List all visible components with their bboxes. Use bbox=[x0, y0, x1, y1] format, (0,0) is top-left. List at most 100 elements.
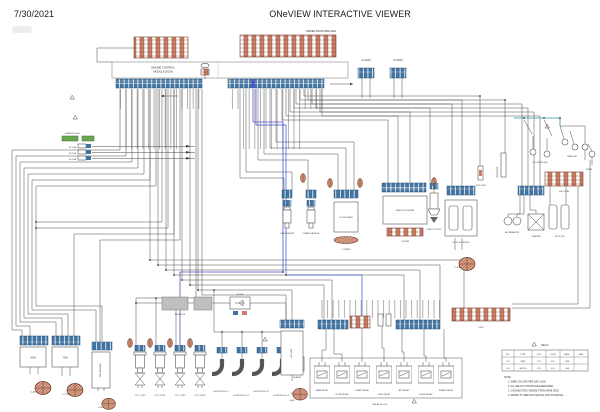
svg-text:CONT: CONT bbox=[550, 354, 557, 356]
svg-text:20A: 20A bbox=[565, 367, 569, 370]
svg-text:ALARM: ALARM bbox=[293, 376, 300, 379]
svg-text:C-RLY: C-RLY bbox=[478, 327, 485, 329]
svg-text:30A: 30A bbox=[565, 360, 569, 363]
svg-text:A/C UNIT: A/C UNIT bbox=[290, 348, 293, 358]
right-pin-strip[interactable] bbox=[517, 185, 545, 196]
svg-text:STOP SOL: STOP SOL bbox=[555, 236, 566, 238]
ecm-module[interactable]: ENGINE CONTROL MODULE (ECM) bbox=[96, 47, 349, 89]
svg-text:C-TIMER: C-TIMER bbox=[342, 249, 351, 251]
diode-module[interactable]: DIODE bbox=[229, 294, 251, 315]
svg-text:-: - bbox=[581, 368, 582, 370]
module-dpf[interactable]: DPF MODULE C-DPF bbox=[91, 341, 115, 409]
view-note: VIEWED FROM WIRE SIDE bbox=[306, 30, 337, 33]
module-tcm[interactable]: TCM C-TCM bbox=[51, 335, 83, 397]
svg-text:DIODE: DIODE bbox=[237, 294, 244, 296]
resistor-right[interactable]: RESISTOR bbox=[497, 152, 507, 178]
svg-text:CAM SENSOR: CAM SENSOR bbox=[280, 232, 294, 235]
svg-text:F1 10A: F1 10A bbox=[69, 146, 77, 149]
module-acm[interactable]: ACM C-ACM bbox=[19, 335, 51, 395]
horn[interactable]: HORN bbox=[581, 143, 596, 171]
svg-text:R-1: R-1 bbox=[506, 361, 510, 363]
svg-text:RESISTOR: RESISTOR bbox=[175, 314, 186, 316]
svg-text:INJECTION PUMP: INJECTION PUMP bbox=[396, 210, 415, 212]
ecm-side-connector-2[interactable]: C3 ECM bbox=[389, 59, 407, 98]
glow-plug-row[interactable]: GLOW PLUG #1 GLOW PLUG #2 GLOW PLUG #3 G… bbox=[206, 347, 290, 397]
stop-sol-right[interactable]: STOP SOL bbox=[548, 204, 570, 238]
svg-text:TCM: TCM bbox=[62, 357, 67, 360]
alternator[interactable]: ALTERNATOR bbox=[503, 216, 522, 234]
injection-pump[interactable]: INJECTION PUMP C-PUMP bbox=[381, 182, 428, 243]
svg-text:HORN: HORN bbox=[586, 169, 593, 171]
injector-label: CYL #2 INJ bbox=[155, 395, 166, 397]
left-fuse-row[interactable]: F1 10A F2 15A F3 10A bbox=[69, 143, 195, 161]
table-title: RELAY bbox=[541, 344, 549, 347]
relay-block-label: RELAY BLOCK bbox=[373, 403, 389, 406]
sensor-cam[interactable]: CAM SENSOR bbox=[280, 174, 305, 236]
svg-text:RATE: RATE bbox=[564, 353, 570, 356]
svg-text:12V: 12V bbox=[537, 361, 541, 363]
connector-grid-b[interactable]: VIEWED FROM WIRE SIDE bbox=[239, 30, 337, 58]
starter[interactable]: STARTER bbox=[527, 213, 545, 238]
glow-timer[interactable]: GLOW TIMER C-TIMER bbox=[328, 179, 363, 252]
sensor-crank[interactable]: CRANK SENSOR bbox=[303, 189, 320, 235]
svg-text:C-DPF: C-DPF bbox=[98, 407, 105, 409]
ecm-name-line1: ENGINE CONTROL bbox=[151, 66, 175, 70]
svg-text:STARTER: STARTER bbox=[531, 235, 541, 238]
svg-text:COIL: COIL bbox=[537, 354, 543, 356]
relay-table: RELAY NO. TYPE COIL CONT RATE RMK R-1 MI… bbox=[501, 344, 589, 372]
glow-label: GLOW PLUG #4 bbox=[273, 395, 289, 397]
relay-label: HORN RELAY bbox=[419, 393, 433, 396]
svg-text:FUEL CUT SOL: FUEL CUT SOL bbox=[427, 229, 443, 231]
ecm-side-connector-1[interactable]: C2 ECM bbox=[357, 59, 375, 98]
injector-label: CYL #1 INJ bbox=[135, 395, 146, 397]
svg-text:MINI: MINI bbox=[521, 361, 526, 363]
ac-unit[interactable]: A/C UNIT C-A/C bbox=[279, 319, 307, 402]
fuel-cut-solenoid[interactable]: FUEL CUT SOL bbox=[427, 178, 443, 232]
note-triangle-icons bbox=[69, 94, 550, 404]
wire-routes-relay bbox=[29, 238, 463, 395]
switch-cluster[interactable]: OIL PRESS SW PARK SW bbox=[529, 138, 579, 164]
svg-text:3. CONNECTORS VIEWED FROM WIRE: 3. CONNECTORS VIEWED FROM WIRE SIDE. bbox=[508, 390, 560, 393]
ecm-oval-connector-icon bbox=[200, 62, 210, 68]
connector-grid-a[interactable] bbox=[133, 36, 189, 59]
svg-text:STOP SOLENOID: STOP SOLENOID bbox=[453, 242, 470, 244]
svg-text:CRANK SENSOR: CRANK SENSOR bbox=[303, 232, 320, 235]
svg-text:PARK SW: PARK SW bbox=[567, 155, 576, 158]
stop-solenoid[interactable]: STOP SOLENOID C-EGR bbox=[444, 185, 478, 271]
svg-text:C-TCM: C-TCM bbox=[63, 394, 70, 396]
resistor-module[interactable]: RESISTOR bbox=[161, 296, 213, 316]
svg-text:J/B CONN: J/B CONN bbox=[559, 191, 569, 193]
svg-text:FUS LINK: FUS LINK bbox=[476, 185, 486, 187]
relay-area-connectors[interactable]: C-RLY bbox=[317, 307, 511, 330]
relay-label: START RELAY bbox=[355, 389, 369, 392]
junction-block-connector[interactable]: J/B CONN bbox=[544, 171, 584, 193]
svg-text:4. REFER TO SERVICE MANUAL FOR: 4. REFER TO SERVICE MANUAL FOR PIN DETAI… bbox=[508, 394, 565, 397]
ground-connectors[interactable]: CHASSIS GND bbox=[61, 132, 95, 142]
svg-text:NOTE:: NOTE: bbox=[504, 376, 512, 379]
svg-text:C-EGR: C-EGR bbox=[455, 267, 462, 269]
svg-text:F2 15A: F2 15A bbox=[69, 152, 77, 155]
svg-text:R-2: R-2 bbox=[506, 368, 510, 370]
relay-label: MAIN RELAY bbox=[316, 389, 329, 392]
relay-block[interactable]: MAIN RELAY GLOW RELAY START RELAY FUEL R… bbox=[309, 357, 463, 406]
fusible-link[interactable]: FUS LINK bbox=[476, 165, 486, 187]
svg-text:1. WIRE COLORS PER SAE J1128.: 1. WIRE COLORS PER SAE J1128. bbox=[508, 381, 547, 384]
svg-text:C-A/C: C-A/C bbox=[289, 399, 295, 402]
artifact-mark bbox=[12, 26, 32, 33]
svg-text:RMK: RMK bbox=[579, 354, 584, 356]
svg-text:MICRO: MICRO bbox=[520, 368, 527, 370]
svg-text:ALTERNATOR: ALTERNATOR bbox=[505, 231, 519, 234]
page-title: ONeVIEW INTERACTIVE VIEWER bbox=[269, 9, 411, 19]
svg-text:DPF MODULE: DPF MODULE bbox=[100, 363, 102, 377]
svg-text:C3 ECM: C3 ECM bbox=[393, 59, 402, 62]
svg-text:C-PUMP: C-PUMP bbox=[401, 241, 410, 243]
injector-label: CYL #3 INJ bbox=[175, 395, 186, 397]
svg-text:TYPE: TYPE bbox=[520, 354, 526, 356]
svg-text:CHASSIS GND: CHASSIS GND bbox=[64, 132, 79, 135]
teal-wires bbox=[514, 117, 561, 126]
svg-text:C2 ECM: C2 ECM bbox=[361, 59, 370, 62]
svg-text:OIL PRESS SW: OIL PRESS SW bbox=[533, 162, 548, 164]
injector-row[interactable]: CYL #1 INJ CYL #2 INJ CYL #3 INJ CYL #4 … bbox=[128, 339, 207, 398]
